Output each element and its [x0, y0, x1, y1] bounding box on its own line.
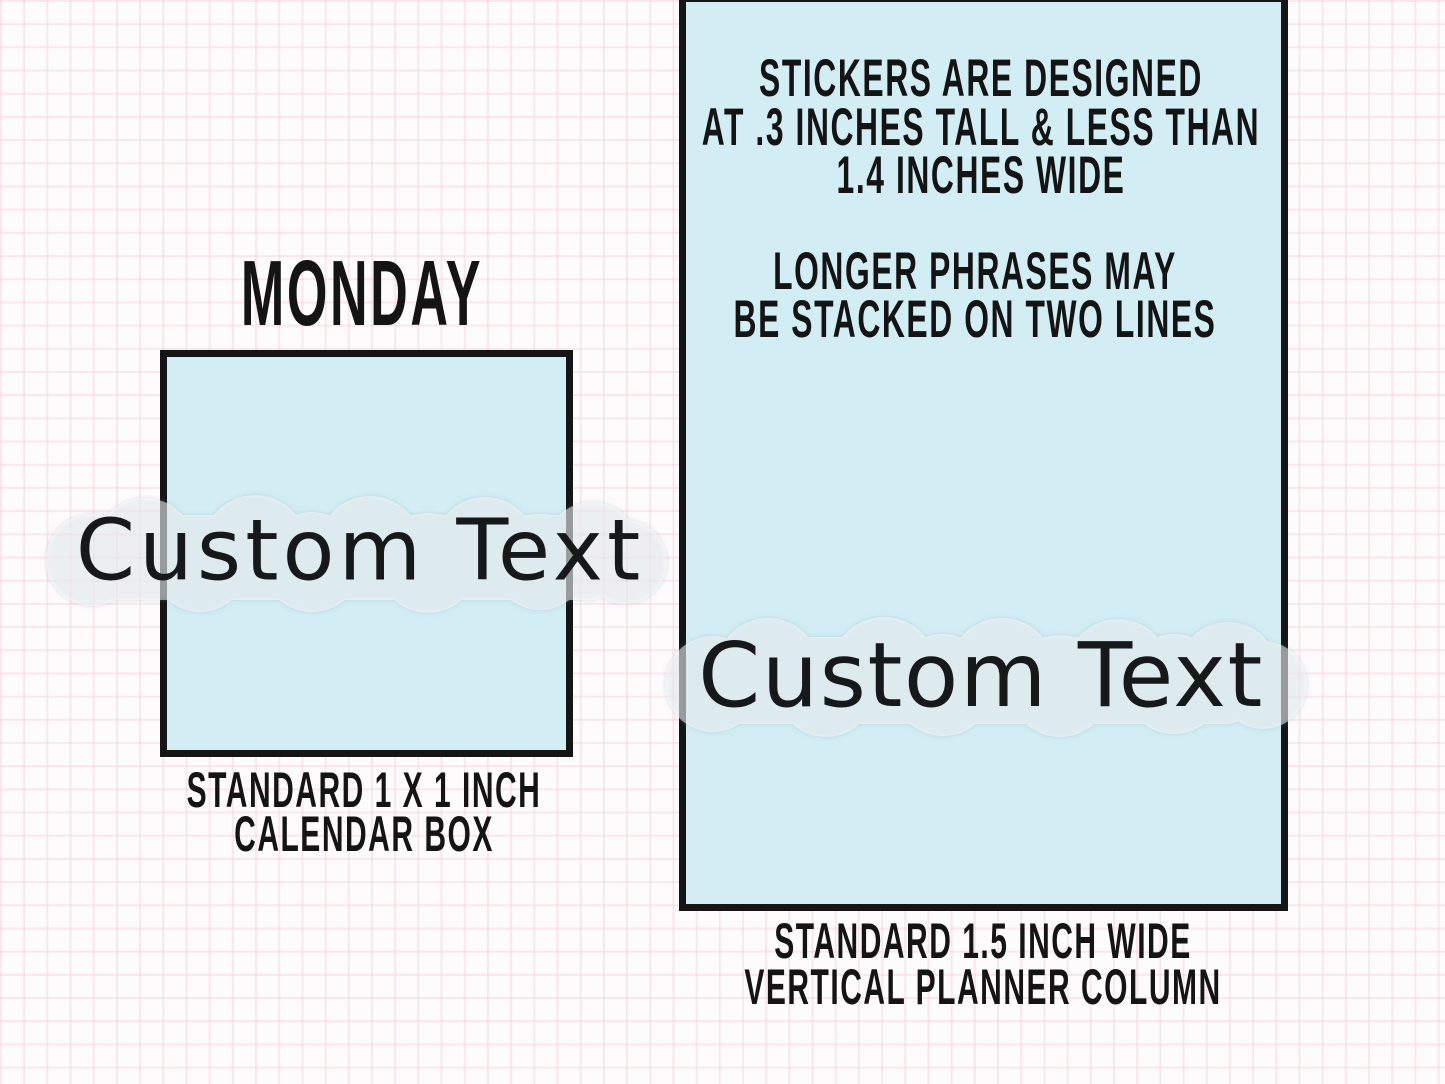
sticker-text: Custom Text [698, 623, 1264, 727]
custom-text-sticker-large: Custom Text [658, 612, 1308, 748]
caption-line: STANDARD 1 X 1 INCH [186, 762, 542, 818]
info-line: 1.4 INCHES WIDE [836, 146, 1126, 205]
caption-line: CALENDAR BOX [234, 806, 494, 862]
stacked-lines-note: LONGER PHRASES MAY BE STACKED ON TWO LIN… [733, 242, 1217, 349]
custom-text-sticker-small: Custom Text [40, 490, 668, 624]
calendar-day-label: MONDAY [240, 241, 484, 345]
caption-line: STANDARD 1.5 INCH WIDE [774, 913, 1192, 969]
caption-line: VERTICAL PLANNER COLUMN [744, 959, 1222, 1015]
info-line: BE STACKED ON TWO LINES [733, 290, 1217, 349]
info-line: STICKERS ARE DESIGNED [759, 49, 1203, 108]
sticker-cloud-outline [665, 617, 1307, 737]
sticker-text: Custom Text [75, 501, 645, 601]
calendar-box-caption: STANDARD 1 X 1 INCH CALENDAR BOX [186, 762, 542, 862]
info-line: LONGER PHRASES MAY [773, 242, 1177, 301]
planner-column-caption: STANDARD 1.5 INCH WIDE VERTICAL PLANNER … [744, 913, 1222, 1015]
sticker-design-note: STICKERS ARE DESIGNED AT .3 INCHES TALL … [701, 49, 1261, 205]
info-line: AT .3 INCHES TALL & LESS THAN [701, 97, 1261, 157]
sticker-cloud-outline [46, 495, 667, 613]
planner-column [679, 0, 1288, 911]
